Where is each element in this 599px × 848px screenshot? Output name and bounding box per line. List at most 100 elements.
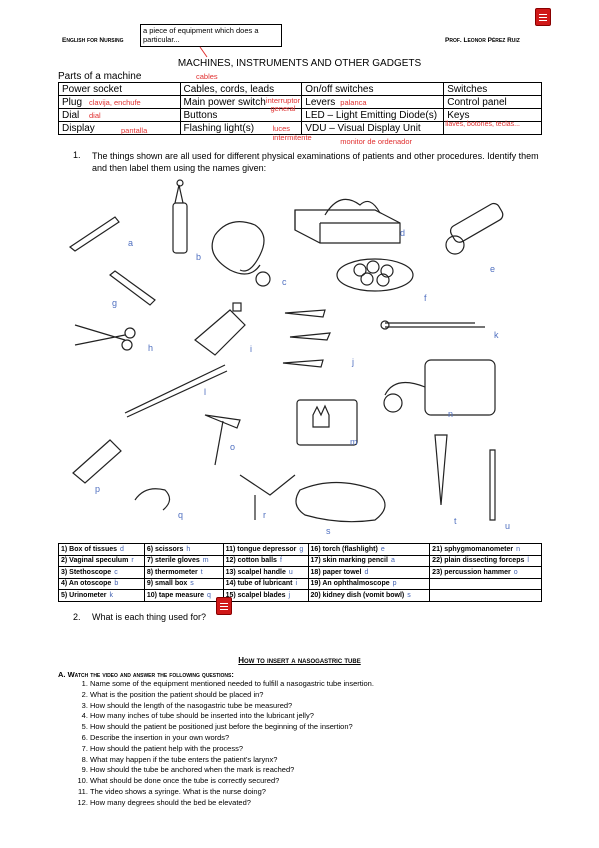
list-item: The video shows a syringe. What is the n… (90, 787, 530, 798)
table-cell (429, 577, 542, 590)
equipment-illustration (68, 179, 504, 523)
image-letter: j (352, 357, 354, 367)
parts-table: Power socket Cables, cords, leads On/off… (58, 82, 542, 146)
table-cell: Control panel (443, 95, 542, 109)
question-1-number: 1. (73, 150, 81, 160)
table-cell: Power socket (58, 82, 181, 96)
list-item: How many degrees should the bed be eleva… (90, 798, 530, 809)
label-name: 21) sphygmomanometer (432, 545, 514, 553)
image-letter: b (196, 252, 202, 262)
professor-name: Prof. Leonor Pérez Ruiz (445, 37, 520, 44)
image-letter: d (400, 228, 406, 238)
table-cell: 20) kidney dish (vomit bowl)s (307, 589, 431, 602)
label-name: 1) Box of tissues (61, 545, 118, 553)
image-letter: m (350, 437, 358, 447)
table-cell: Cables, cords, leads (179, 82, 303, 96)
label-answer: j (288, 591, 291, 599)
label-name: 15) scalpel blades (225, 591, 286, 599)
note-flashing: luces intermitente (272, 124, 312, 142)
label-name: 14) tube of lubricant (225, 580, 293, 588)
question-2-number: 2. (73, 612, 81, 622)
table-cell: VDU – Visual Display Unit monitor de orde… (301, 121, 445, 146)
list-item: How should the patient help with the pro… (90, 744, 530, 755)
image-letter: e (490, 264, 496, 274)
image-letter: g (112, 298, 118, 308)
label-name: 3) Stethoscope (61, 568, 112, 576)
label-name: 5) Urinometer (61, 591, 107, 599)
cell-text: VDU – Visual Display Unit (305, 122, 421, 134)
label-name: 2) Vaginal speculum (61, 557, 129, 565)
note-keys: llaves, botones, teclas... (445, 121, 520, 128)
question-2-text: What is each thing used for? (92, 612, 207, 622)
label-name: 20) kidney dish (vomit bowl) (310, 591, 405, 599)
cell-text: Main power switch (183, 96, 266, 108)
list-item: What may happen if the tube enters the p… (90, 755, 530, 766)
list-item: Describe the insertion in your own words… (90, 733, 530, 744)
label-answer: p (392, 580, 397, 588)
table-row: Power socket Cables, cords, leads On/off… (58, 82, 542, 96)
label-answer: c (114, 568, 118, 576)
note-vdu: monitor de ordenador (340, 137, 413, 146)
label-answer: f (279, 557, 282, 565)
label-answer: u (288, 568, 293, 576)
note-icon[interactable] (216, 597, 232, 615)
label-answer: a (390, 557, 395, 565)
label-name: 11) tongue depressor (225, 545, 297, 553)
question-list: Name some of the equipment mentioned nee… (90, 679, 530, 809)
label-answer: s (190, 580, 194, 588)
question-1-text: The things shown are all used for differ… (92, 151, 539, 173)
cell-text: Levers (305, 96, 336, 108)
label-name: 10) tape measure (146, 591, 205, 599)
list-item: How should the tube be anchored when the… (90, 765, 530, 776)
page-title: MACHINES, INSTRUMENTS AND OTHER GADGETS (177, 58, 422, 69)
section-subtitle: A. Watch the video and answer the follow… (58, 670, 234, 679)
label-answer: e (380, 545, 385, 553)
label-answer: g (299, 545, 304, 553)
list-item: What is the position the patient should … (90, 690, 530, 701)
image-letter: c (282, 277, 287, 287)
list-item: Name some of the equipment mentioned nee… (90, 679, 530, 690)
cell-text: Display (62, 122, 95, 134)
cell-text: Flashing light(s) (183, 122, 255, 134)
image-letter: h (148, 343, 154, 353)
image-letter: n (448, 409, 454, 419)
label-answer: d (120, 545, 124, 553)
table-cell: Keys (443, 108, 542, 122)
parts-heading: Parts of a machine (58, 71, 142, 82)
image-letter: l (204, 387, 206, 397)
label-name: 9) small box (146, 580, 188, 588)
image-letter: t (454, 516, 457, 526)
image-letter: i (250, 344, 252, 354)
label-answer: r (131, 557, 134, 565)
label-answer: n (516, 545, 520, 553)
note-icon[interactable] (535, 8, 551, 26)
list-item: How should the patient be positioned jus… (90, 722, 530, 733)
list-item: How many inches of tube should be insert… (90, 711, 530, 722)
label-answer: l (527, 557, 529, 565)
list-item: How should the length of the nasogastric… (90, 701, 530, 712)
label-answer: d (364, 568, 369, 576)
